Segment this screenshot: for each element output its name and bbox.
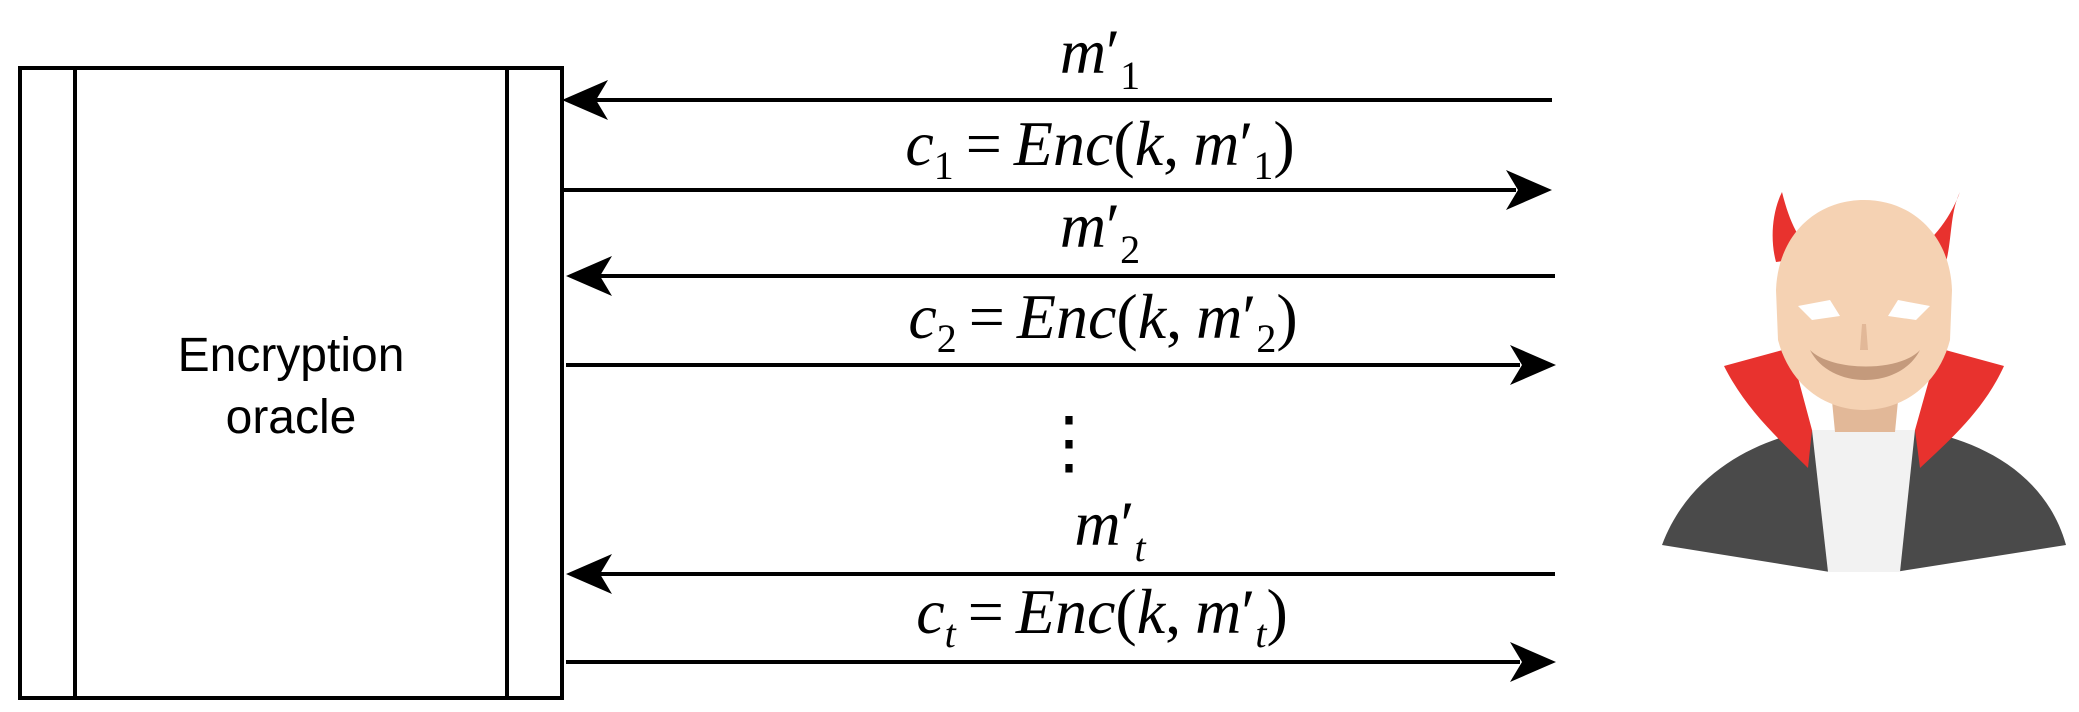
response-arrow-t — [566, 642, 1556, 682]
eye-right — [1888, 300, 1930, 320]
oracle-label-line1: Encryption — [178, 329, 405, 382]
devil-adversary-icon — [1662, 192, 2066, 572]
oracle-label-line2: oracle — [226, 391, 357, 444]
collar-left — [1724, 348, 1812, 468]
horn-right — [1910, 192, 1960, 262]
response-arrow-1 — [564, 170, 1552, 210]
query-subscript: 1 — [1120, 53, 1140, 98]
oracle-outer-frame — [18, 66, 564, 700]
query-var: m — [1060, 16, 1106, 87]
prime-mark: ′ — [1106, 16, 1120, 87]
response-label-1: c1=Enc(k,m′1) — [905, 108, 1294, 188]
encryption-oracle-box: Encryption oracle — [18, 66, 564, 700]
query-label-t: m′t — [1074, 488, 1146, 570]
query-arrow-1 — [562, 80, 1552, 120]
response-label-t: ct=Enc(k,m′t) — [916, 576, 1288, 656]
nose — [1860, 324, 1868, 350]
exchange-t: m′t ct=Enc(k,m′t) — [566, 488, 1556, 682]
exchange-1: m′1 c1=Enc(k,m′1) — [562, 16, 1552, 210]
response-label-2: c2=Enc(k,m′2) — [908, 281, 1297, 361]
response-arrow-2 — [566, 345, 1556, 385]
shirt — [1812, 430, 1915, 572]
query-arrow-2 — [566, 256, 1555, 296]
query-arrow-t — [566, 554, 1555, 594]
vertical-ellipsis: ⋮ — [1034, 405, 1104, 482]
query-label-1: m′1 — [1060, 16, 1140, 98]
collar-right — [1915, 348, 2004, 468]
query-label-2: m′2 — [1060, 190, 1140, 272]
eye-left — [1798, 300, 1840, 320]
grin — [1810, 350, 1920, 380]
horn-left — [1772, 192, 1818, 262]
exchange-2: m′2 c2=Enc(k,m′2) — [566, 190, 1556, 385]
